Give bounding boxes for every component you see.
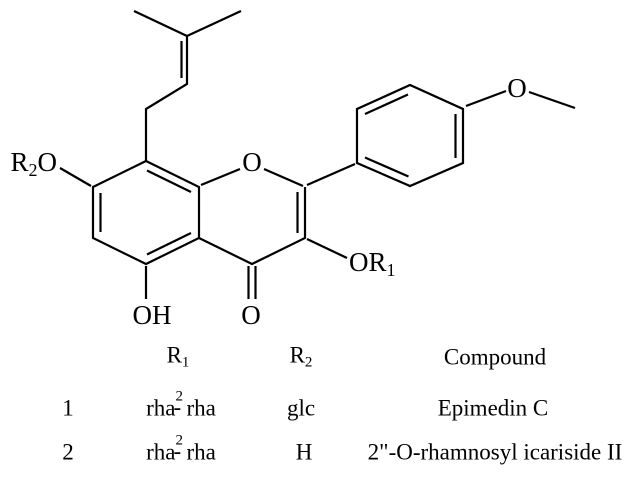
or1-bond (306, 238, 348, 259)
ring-oxygen-label: O (242, 147, 262, 177)
r1-sup: 2 (175, 432, 184, 449)
cell-index: 2 (62, 439, 74, 465)
r2o-bond (59, 167, 92, 187)
methoxy-oxygen-label: O (507, 73, 527, 103)
c-ring-o-bonds (200, 167, 304, 188)
r1-dash: - (173, 394, 182, 420)
header-r1-sub: 1 (181, 354, 190, 371)
r1-left: rha (146, 439, 176, 465)
r1-sup: 2 (175, 388, 184, 405)
header-r1-base: R (166, 342, 182, 368)
cell-compound: Epimedin C (437, 395, 549, 421)
a-ring (91, 159, 201, 266)
r1-linkage: 2- (173, 433, 187, 464)
b-ring (355, 83, 465, 188)
header-compound: Compound (443, 344, 547, 370)
r1-linkage: 2- (173, 389, 187, 420)
prenyl-group (133, 10, 242, 161)
r1-dash: - (173, 438, 182, 464)
cell-compound: 2"-O-rhamnosyl icariside II (367, 439, 623, 465)
c-ring (198, 187, 307, 266)
c2-phenyl-bond (306, 162, 356, 187)
header-r2-base: R (289, 342, 305, 368)
b-ring-double-bonds (364, 93, 457, 178)
cell-r2: glc (286, 395, 316, 421)
a-ring-double-bonds (99, 169, 192, 256)
cell-r2: H (295, 439, 313, 465)
or1-label: OR1 (349, 247, 396, 280)
carbonyl-oxygen-label: O (241, 300, 261, 330)
r1-right: rha (186, 395, 216, 421)
methoxy-bonds (465, 89, 576, 110)
r2o-label: R2O (10, 147, 57, 180)
carbonyl-double-bond (247, 266, 257, 299)
chemical-structure: R2O O OH O O OR1 (10, 10, 576, 330)
hydroxyl-label: OH (133, 300, 172, 330)
header-r2-sub: 2 (304, 354, 313, 371)
r1-left: rha (146, 395, 176, 421)
cell-index: 1 (62, 395, 74, 421)
r1-right: rha (186, 439, 216, 465)
header-r1: R1 (167, 344, 190, 371)
header-r2: R2 (290, 344, 313, 371)
